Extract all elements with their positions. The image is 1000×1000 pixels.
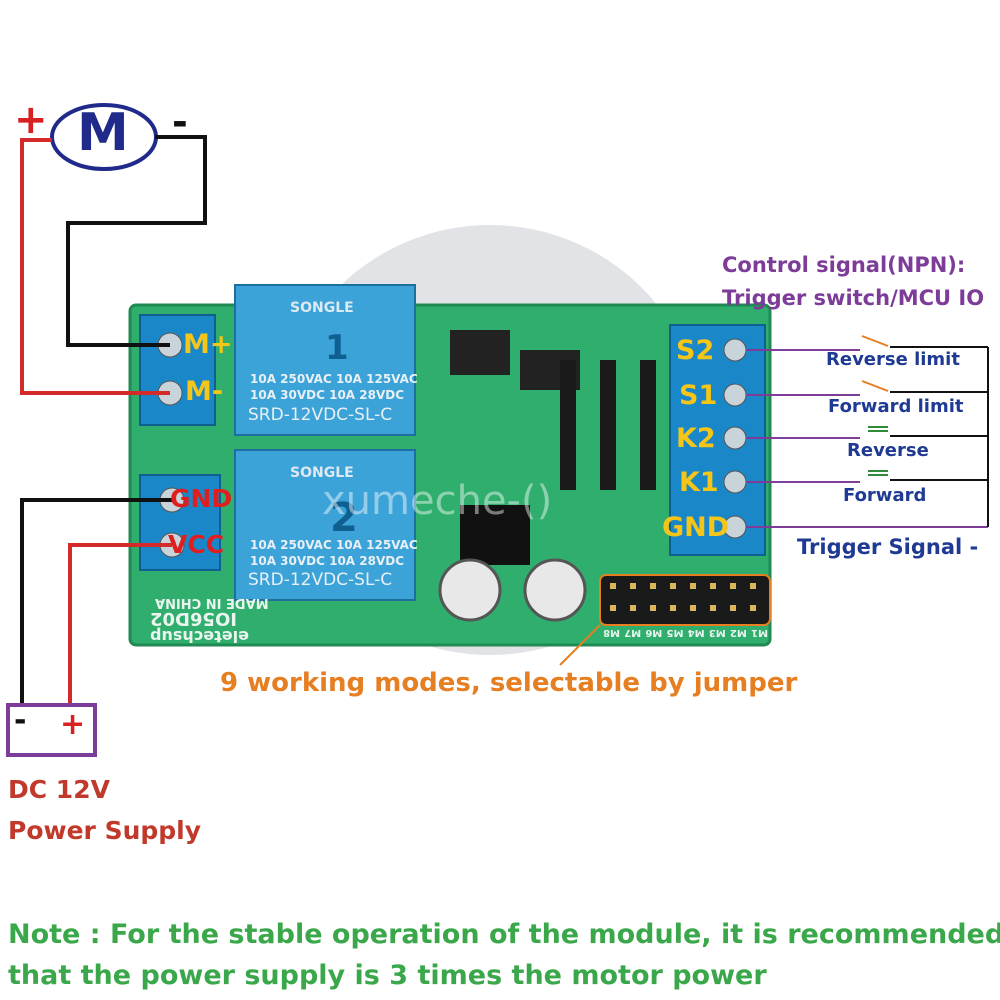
terminal-gnd: GND <box>170 484 233 513</box>
pin-label: M3 <box>708 627 726 638</box>
terminal-s2: S2 <box>676 335 715 366</box>
switch-reverse-limit: Reverse limit <box>826 349 960 370</box>
terminal-gnd-right: GND <box>662 512 730 543</box>
note-line1: Note : For the stable operation of the m… <box>8 919 1000 950</box>
relay-2-number: 2 <box>330 495 358 541</box>
terminal-k1: K1 <box>679 467 719 498</box>
transistor-array <box>560 360 576 490</box>
motor-minus-sign: - <box>172 100 188 144</box>
motor-letter: M <box>77 103 129 163</box>
transistor-array <box>640 360 656 490</box>
control-wires <box>746 349 988 528</box>
relay-1-brand: SONGLE <box>290 300 354 316</box>
terminal-vcc: VCC <box>168 530 225 559</box>
relay-2-rating-2: 10A 30VDC 10A 28VDC <box>250 554 405 568</box>
chip <box>450 330 510 375</box>
relay-2-model: SRD-12VDC-SL-C <box>248 570 393 590</box>
chip <box>460 505 530 565</box>
terminal-m-plus: M+ <box>183 329 233 360</box>
pin-label: M8 <box>603 627 621 638</box>
limit-switch-icons <box>861 335 889 392</box>
wire-gnd <box>20 498 172 705</box>
relay-2 <box>234 449 416 601</box>
pin-label: M2 <box>729 627 747 638</box>
relay-2-rating-1: 10A 250VAC 10A 125VAC <box>250 538 418 552</box>
jumper-pointer <box>559 624 601 666</box>
capacitor <box>523 558 587 622</box>
wire-motor-minus <box>66 135 207 347</box>
pin-label: M7 <box>624 627 642 638</box>
relay-1-rating-1: 10A 250VAC 10A 125VAC <box>250 372 418 386</box>
maker-label: eletechsup <box>150 627 249 646</box>
modes-caption: 9 working modes, selectable by jumper <box>220 668 798 698</box>
pin-label: M4 <box>687 627 705 638</box>
switch-reverse: Reverse <box>847 440 929 461</box>
watermark-text: xumeche-() <box>322 478 553 524</box>
relay-2-brand: SONGLE <box>290 465 354 481</box>
terminal-s1: S1 <box>679 380 718 411</box>
control-header-line2: Trigger switch/MCU IO <box>722 286 985 310</box>
switch-returns <box>890 346 989 527</box>
jumper-pins <box>610 583 756 611</box>
psu-minus: - <box>14 703 27 738</box>
terminal-block-control <box>669 324 766 556</box>
capacitor <box>438 558 502 622</box>
relay-1-model: SRD-12VDC-SL-C <box>248 405 393 425</box>
note-line2: that the power supply is 3 times the mot… <box>8 960 767 991</box>
transistor-array <box>600 360 616 490</box>
pin-label: M5 <box>666 627 684 638</box>
psu-plus: + <box>60 707 86 742</box>
wire-vcc <box>68 543 172 705</box>
switch-forward-limit: Forward limit <box>828 396 964 417</box>
trigger-signal-label: Trigger Signal - <box>797 535 979 559</box>
psu-label: Power Supply <box>8 816 202 845</box>
terminal-block-motor <box>139 314 216 426</box>
switch-forward: Forward <box>843 485 927 506</box>
wire-motor-plus <box>20 138 170 395</box>
jumper-pin-labels: M1 M2 M3 M4 M5 M6 M7 M8 <box>603 627 768 638</box>
pin-label: M6 <box>645 627 663 638</box>
relay-1-rating-2: 10A 30VDC 10A 28VDC <box>250 388 405 402</box>
jumper-header <box>599 574 771 626</box>
terminal-k2: K2 <box>676 423 716 454</box>
psu-voltage: DC 12V <box>8 775 110 804</box>
control-header-line1: Control signal(NPN): <box>722 253 966 277</box>
motor-plus-sign: + <box>14 97 48 143</box>
model-label: IO56D02 <box>150 608 238 629</box>
push-button-icons <box>868 426 888 476</box>
relay-1-number: 1 <box>325 328 349 368</box>
terminal-m-minus: M- <box>185 376 224 407</box>
power-supply-box <box>6 703 97 757</box>
pin-label: M1 <box>751 627 768 638</box>
relay-1 <box>234 284 416 436</box>
